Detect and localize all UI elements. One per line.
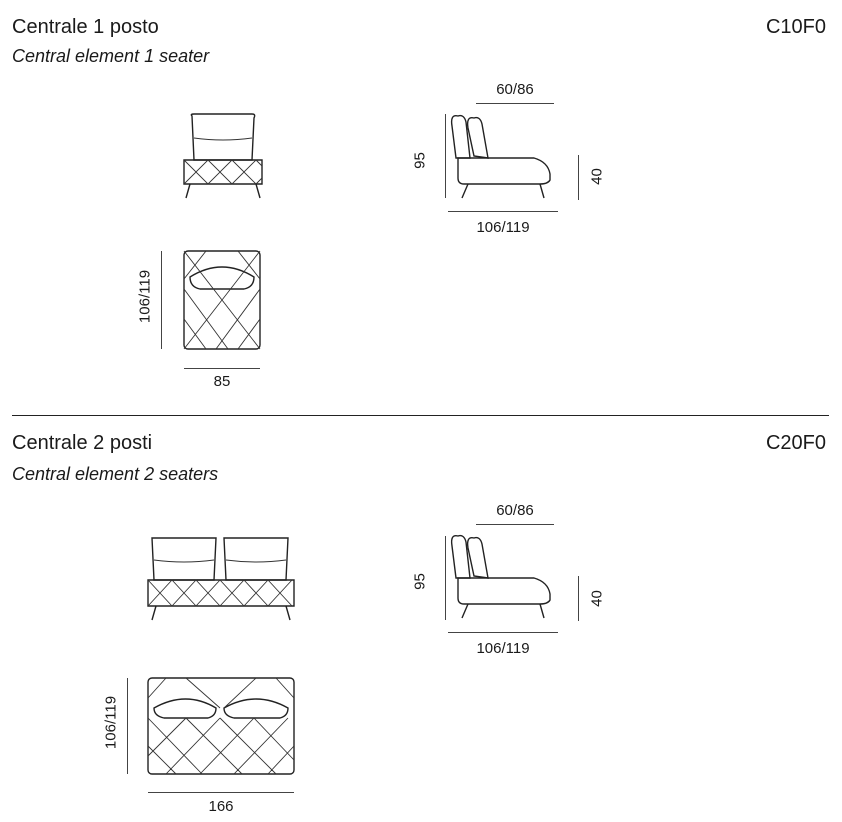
- product-code: C10F0: [765, 16, 826, 38]
- front-view-drawing: [183, 113, 263, 199]
- depth-dimension-label: 106/119: [102, 695, 120, 750]
- product-section-c20f0: Centrale 2 posti Central element 2 seate…: [0, 418, 842, 822]
- seat-depth-dimension-label: 60/86: [496, 502, 534, 519]
- product-subtitle: Central element 1 seater: [12, 46, 210, 66]
- side-view-drawing: [450, 114, 551, 199]
- height-dimension-label: 95: [411, 152, 429, 169]
- product-title: Centrale 2 posti: [12, 432, 153, 454]
- side-view-drawing: [450, 534, 551, 619]
- seat-height-dimension-label: 40: [588, 590, 606, 607]
- top-view-drawing: [147, 677, 295, 775]
- seat-depth-dimension-line: [476, 524, 554, 525]
- product-code: C20F0: [765, 432, 826, 454]
- front-view-drawing: [147, 537, 295, 621]
- side-depth-dimension-label: 106/119: [476, 640, 530, 657]
- width-dimension-line: [184, 368, 260, 369]
- width-dimension-line: [148, 792, 294, 793]
- section-divider: [12, 415, 829, 416]
- top-view-drawing: [183, 250, 261, 350]
- product-title: Centrale 1 posto: [12, 16, 159, 38]
- depth-dimension-label: 106/119: [136, 269, 154, 324]
- height-dimension-line: [445, 114, 446, 198]
- seat-height-dimension-label: 40: [588, 168, 606, 185]
- seat-height-dimension-line: [578, 576, 579, 621]
- product-section-c10f0: Centrale 1 posto Central element 1 seate…: [0, 0, 842, 410]
- width-dimension-label: 166: [208, 798, 234, 815]
- depth-dimension-line: [127, 678, 128, 774]
- side-depth-dimension-line: [448, 211, 558, 212]
- seat-height-dimension-line: [578, 155, 579, 200]
- side-depth-dimension-label: 106/119: [476, 219, 530, 236]
- product-subtitle: Central element 2 seaters: [12, 464, 219, 484]
- width-dimension-label: 85: [213, 373, 231, 390]
- height-dimension-label: 95: [411, 573, 429, 590]
- seat-depth-dimension-label: 60/86: [496, 81, 534, 98]
- seat-depth-dimension-line: [476, 103, 554, 104]
- depth-dimension-line: [161, 251, 162, 349]
- side-depth-dimension-line: [448, 632, 558, 633]
- height-dimension-line: [445, 536, 446, 620]
